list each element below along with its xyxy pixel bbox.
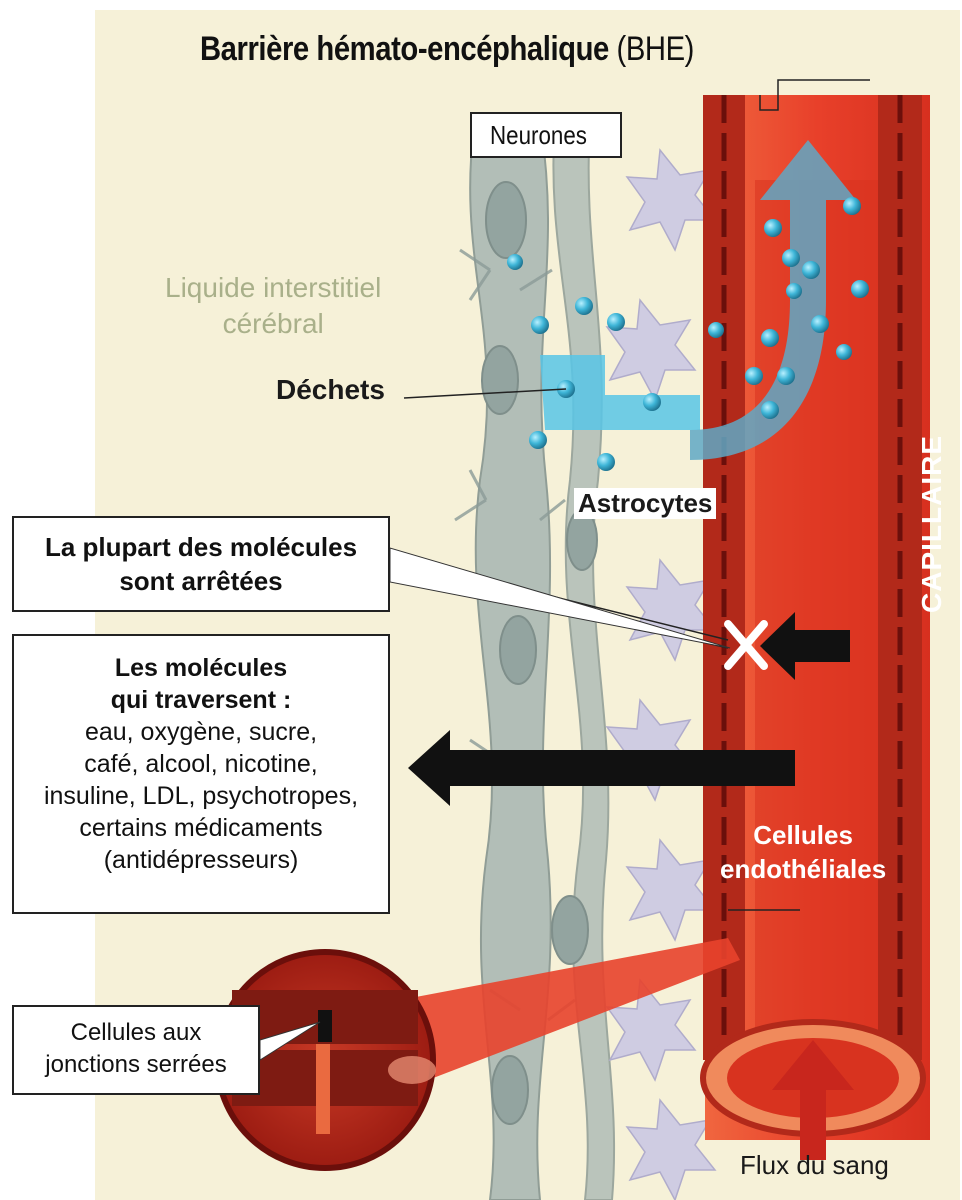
- page-title: Barrière hémato-encéphalique (BHE): [200, 30, 802, 69]
- crossing-item: (antidépresseurs): [103, 846, 299, 874]
- crossing-molecules-box: Les molécules qui traversent : eau, oxyg…: [12, 634, 390, 914]
- crossing-item: insuline, LDL, psychotropes,: [43, 782, 359, 810]
- title-abbreviation: (BHE): [616, 30, 695, 68]
- waste-molecules: [507, 197, 869, 471]
- block-cross: [724, 620, 768, 670]
- tight-junction-pointer: [259, 1021, 321, 1061]
- astrocytes-label: Astrocytes: [574, 488, 717, 519]
- endothelial-line-1: Cellules: [753, 820, 853, 850]
- blood-flow-label: Flux du sang: [740, 1150, 889, 1180]
- waste-channel: [540, 355, 700, 430]
- blocked-molecules-box: La plupart des molécules sont arrêtées: [12, 516, 390, 612]
- interstitial-line-1: Liquide interstitiel: [165, 272, 382, 303]
- capillary: [700, 95, 930, 1140]
- waste-label: Déchets: [276, 374, 385, 405]
- blood-flow-arrow: [772, 1040, 854, 1160]
- crossing-heading-2: qui traversent :: [110, 686, 292, 714]
- title-main: Barrière hémato-encéphalique: [200, 30, 609, 68]
- stop-callout-pointer: [389, 547, 731, 649]
- endothelial-line-2: endothéliales: [720, 854, 887, 884]
- tight-junction-box: Cellules aux jonctions serrées: [12, 1005, 260, 1095]
- interstitial-fluid-label: Liquide interstitiel cérébral: [165, 270, 381, 342]
- waste-arrow-up: [690, 140, 856, 460]
- crossing-arrow: [408, 730, 795, 806]
- tight-junction-line-2: jonctions serrées: [45, 1051, 227, 1078]
- capillary-label: CAPILLAIRE: [916, 435, 947, 613]
- crossing-item: eau, oxygène, sucre,: [84, 718, 318, 746]
- crossing-heading-1: Les molécules: [114, 654, 288, 682]
- tight-junction-line-1: Cellules aux: [70, 1019, 202, 1046]
- crossing-item: café, alcool, nicotine,: [84, 750, 318, 778]
- blocked-line-2: sont arrêtées: [119, 566, 283, 596]
- crossing-item: certains médicaments: [79, 814, 323, 842]
- endothelial-cells-label: Cellules endothéliales: [720, 818, 886, 886]
- neurones-label-box: Neurones: [470, 112, 622, 158]
- waste-flow: [540, 140, 856, 460]
- blocked-arrow: [724, 612, 850, 680]
- neurons: [469, 119, 616, 1200]
- neurones-label: Neurones: [489, 120, 587, 150]
- interstitial-line-2: cérébral: [222, 308, 324, 339]
- blocked-line-1: La plupart des molécules: [44, 532, 358, 562]
- tight-junction-zoom: [214, 938, 740, 1171]
